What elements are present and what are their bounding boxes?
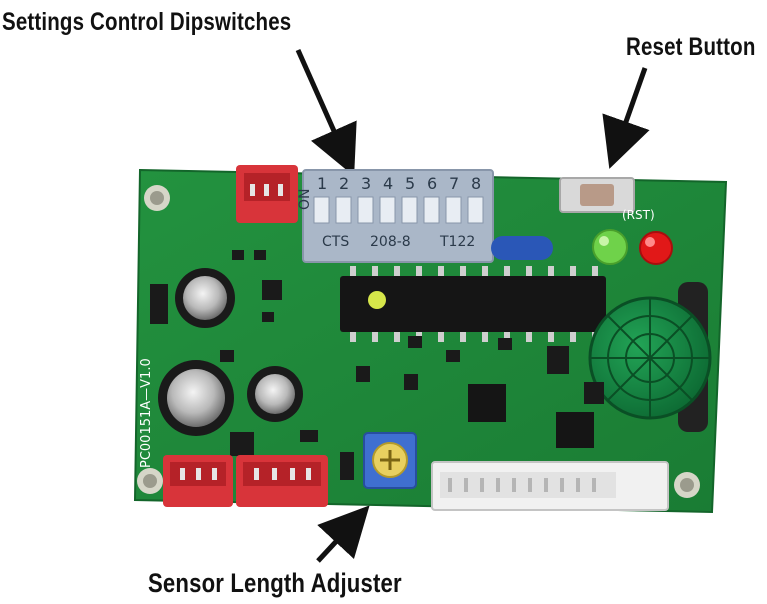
electrolytic-capacitor [247,366,303,422]
dip-number: 2 [339,174,349,193]
dipswitch-block[interactable]: ON 1 2 3 4 5 6 7 8 CTS 208-8 T122 [297,169,494,263]
dip-number: 8 [471,174,481,193]
dip-number: 5 [405,174,415,193]
dip-number: 1 [317,174,327,193]
dip-part-label: 208-8 [370,234,411,250]
green-led [592,229,628,265]
microcontroller-chip [340,266,606,342]
white-pin-header [431,461,669,511]
inductive-sensor-coil [588,282,712,432]
dip-on-label: ON [297,189,313,211]
mounting-hole [144,185,170,211]
electrolytic-capacitor [175,268,235,328]
reset-arrow [602,67,650,169]
blue-film-capacitor [491,236,553,260]
mounting-hole [137,468,163,494]
smd-components [150,250,604,480]
dip-switch-toggle[interactable] [467,196,484,224]
mounting-hole [674,472,700,498]
op-amp-chip [468,384,506,422]
dip-number: 3 [361,174,371,193]
dipswitch-arrow [295,48,357,177]
sensor-adjuster-callout-label: Sensor Length Adjuster [148,568,402,598]
bottom-red-connector-right [236,455,328,507]
dipswitch-callout-label: Settings Control Dipswitches [2,8,292,36]
dip-number: 7 [449,174,459,193]
top-red-connector [236,165,298,223]
dip-switch-toggle[interactable] [401,196,418,224]
dip-number: 6 [427,174,437,193]
sensor-arrow [316,505,370,563]
board-model-silkscreen: PC00151A—V1.0 [139,358,154,468]
dip-maker-label: CTS [322,234,349,250]
dip-code-label: T122 [439,234,475,250]
dip-number: 4 [383,174,393,193]
rst-silkscreen-label: (RST) [622,208,655,222]
reset-button-callout-label: Reset Button [626,33,756,61]
bottom-red-connector-left [163,455,233,507]
dip-switch-toggle[interactable] [423,196,440,224]
sensor-length-trimpot[interactable] [363,432,417,489]
dip-switch-toggle[interactable] [445,196,462,224]
dip-switch-toggle[interactable] [335,196,352,224]
dip-switch-toggle[interactable] [357,196,374,224]
red-led [639,231,673,265]
reset-button[interactable] [559,177,635,213]
dip-switch-toggle[interactable] [379,196,396,224]
dip-switch-toggle[interactable] [313,196,330,224]
op-amp-chip [556,412,594,448]
electrolytic-capacitor [158,360,234,436]
